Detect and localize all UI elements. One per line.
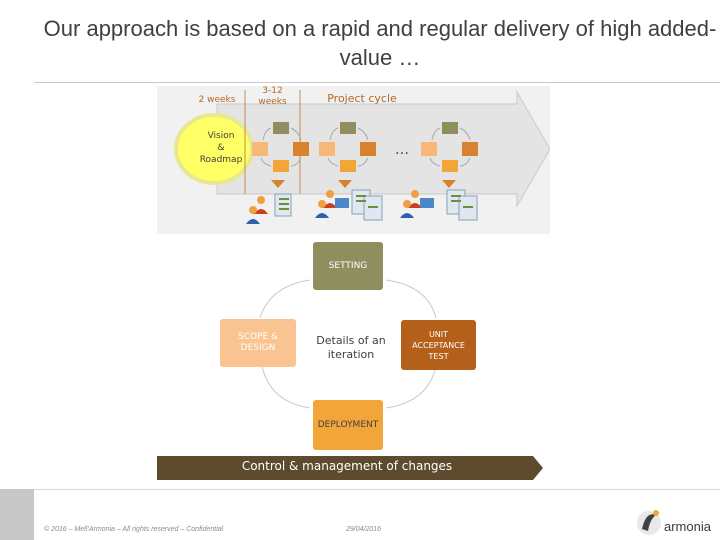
- duration-iteration-label: 3-12 weeks: [245, 86, 300, 108]
- delivery-arrow: [338, 180, 352, 188]
- vision-roadmap-label: Vision & Roadmap: [191, 130, 251, 166]
- unit-line3: TEST: [428, 351, 449, 361]
- delivery-arrow: [442, 180, 456, 188]
- users-documents-icon: [246, 193, 292, 224]
- vision-line3: Roadmap: [199, 155, 243, 165]
- project-cycle-label: Project cycle: [327, 92, 397, 105]
- control-changes-arrow: [157, 456, 543, 480]
- cycle-arc-top-left: [259, 279, 311, 319]
- page-number: 7: [14, 481, 20, 492]
- vision-line2: &: [217, 143, 225, 153]
- project-cycle-arrow-svg: [174, 90, 550, 224]
- copyright-text: © 2016 – Mell’Armonia – All rights reser…: [44, 526, 224, 533]
- setting-node: SETTING: [313, 242, 383, 290]
- cycle-arc-top-right: [385, 279, 437, 319]
- scope-line2: DESIGN: [240, 343, 276, 353]
- more-iterations-ellipsis: …: [395, 142, 409, 158]
- users-documents-icon: [315, 189, 383, 221]
- title-divider: [34, 82, 720, 83]
- cycle-arc-bottom-left: [261, 365, 311, 409]
- cycle-arc-bottom-right: [385, 365, 437, 409]
- scope-design-node: SCOPE & DESIGN: [220, 319, 296, 367]
- scope-line1: SCOPE &: [237, 332, 279, 342]
- deployment-node: DEPLOYMENT: [313, 400, 383, 450]
- page-number-box: [0, 489, 34, 540]
- setting-label: SETTING: [328, 261, 368, 271]
- project-cycle-panel: 2 weeks 3-12 weeks Project cycle Vision …: [157, 86, 550, 234]
- duration-2-weeks-label: 2 weeks: [198, 95, 236, 105]
- logo-wordmark: armonia: [664, 519, 712, 534]
- footer-divider: [0, 489, 720, 490]
- center-line1: Details of an: [316, 334, 386, 347]
- users-documents-icon: [400, 189, 478, 221]
- iteration-cycle-3: [421, 122, 478, 172]
- iteration-cycle-1: [252, 122, 309, 172]
- center-line2: iteration: [327, 348, 375, 361]
- duration-iteration-line1: 3-12: [262, 86, 283, 96]
- deployment-label: DEPLOYMENT: [317, 420, 379, 430]
- armonia-logo: armonia: [637, 510, 712, 535]
- control-changes-label: Control & management of changes: [241, 459, 453, 473]
- delivery-arrow: [271, 180, 285, 188]
- unit-line2: ACCEPTANCE: [412, 340, 465, 350]
- iteration-cycle-2: [319, 122, 376, 172]
- footer-date: 29/04/2016: [346, 526, 382, 533]
- unit-acceptance-test-node: UNIT ACCEPTANCE TEST: [401, 320, 476, 370]
- iteration-cycle-connectors: [259, 279, 437, 409]
- duration-iteration-line2: weeks: [258, 97, 287, 107]
- iteration-details-label: Details of an iteration: [313, 334, 389, 362]
- slide-title: Our approach is based on a rapid and reg…: [43, 16, 717, 70]
- unit-line1: UNIT: [428, 329, 449, 339]
- vision-line1: Vision: [207, 131, 235, 141]
